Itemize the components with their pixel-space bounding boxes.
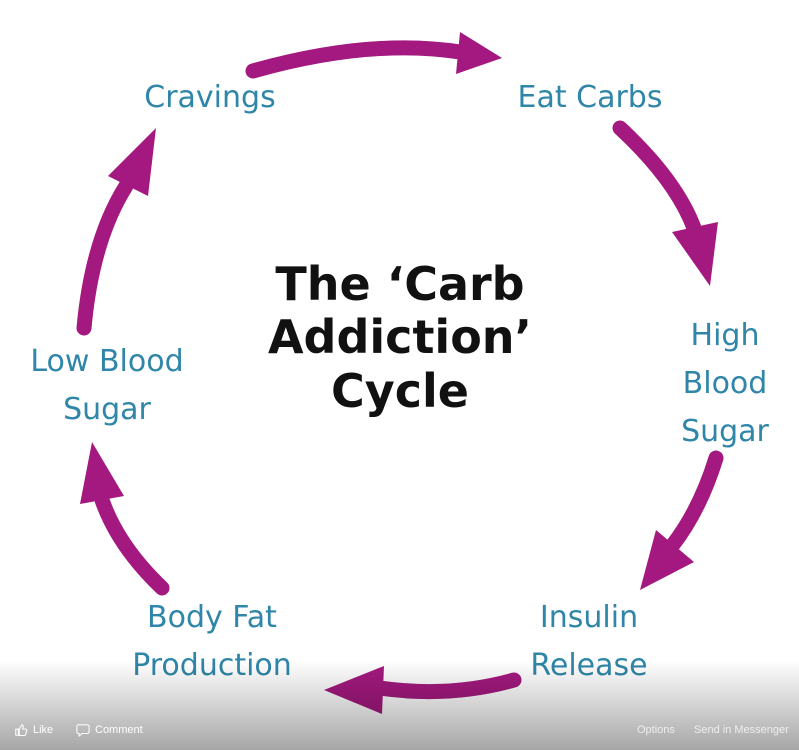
arrowhead-cravings-to-eat-carbs xyxy=(456,32,502,74)
node-body-fat-production: Body Fat Production xyxy=(132,600,292,683)
like-label: Like xyxy=(33,724,54,736)
arrowhead-insulin-release-to-body-fat xyxy=(324,666,384,714)
arrowhead-eat-carbs-to-high-blood-sugar xyxy=(672,222,718,286)
comment-button[interactable]: Comment xyxy=(76,722,143,738)
arrow-cravings-to-eat-carbs xyxy=(245,40,468,79)
arrowhead-high-blood-sugar-to-insulin-release xyxy=(640,530,694,590)
node-eat-carbs: Eat Carbs xyxy=(517,80,663,115)
diagram-title: The ‘Carb Addiction’ Cycle xyxy=(267,257,533,418)
node-insulin-release: Insulin Release xyxy=(530,600,648,683)
arrow-body-fat-to-low-blood-sugar xyxy=(94,492,170,596)
like-button[interactable]: Like xyxy=(14,722,53,738)
node-cravings: Cravings xyxy=(144,80,276,115)
thumbs-up-icon xyxy=(15,724,28,737)
send-in-messenger-label: Send in Messenger xyxy=(694,724,789,736)
arrowhead-low-blood-sugar-to-cravings xyxy=(108,128,156,196)
arrow-insulin-release-to-body-fat xyxy=(372,672,522,700)
arrow-eat-carbs-to-high-blood-sugar xyxy=(612,120,702,236)
comment-bubble-icon xyxy=(76,724,90,737)
comment-label: Comment xyxy=(95,724,143,736)
node-high-blood-sugar: High Blood Sugar xyxy=(681,318,769,449)
arrowhead-body-fat-to-low-blood-sugar xyxy=(80,442,124,504)
send-in-messenger-button[interactable]: Send in Messenger xyxy=(694,722,789,738)
node-low-blood-sugar: Low Blood Sugar xyxy=(30,344,184,427)
options-button[interactable]: Options xyxy=(637,722,675,738)
arrow-low-blood-sugar-to-cravings xyxy=(76,178,134,336)
options-label: Options xyxy=(637,724,675,736)
arrow-high-blood-sugar-to-insulin-release xyxy=(664,450,724,554)
